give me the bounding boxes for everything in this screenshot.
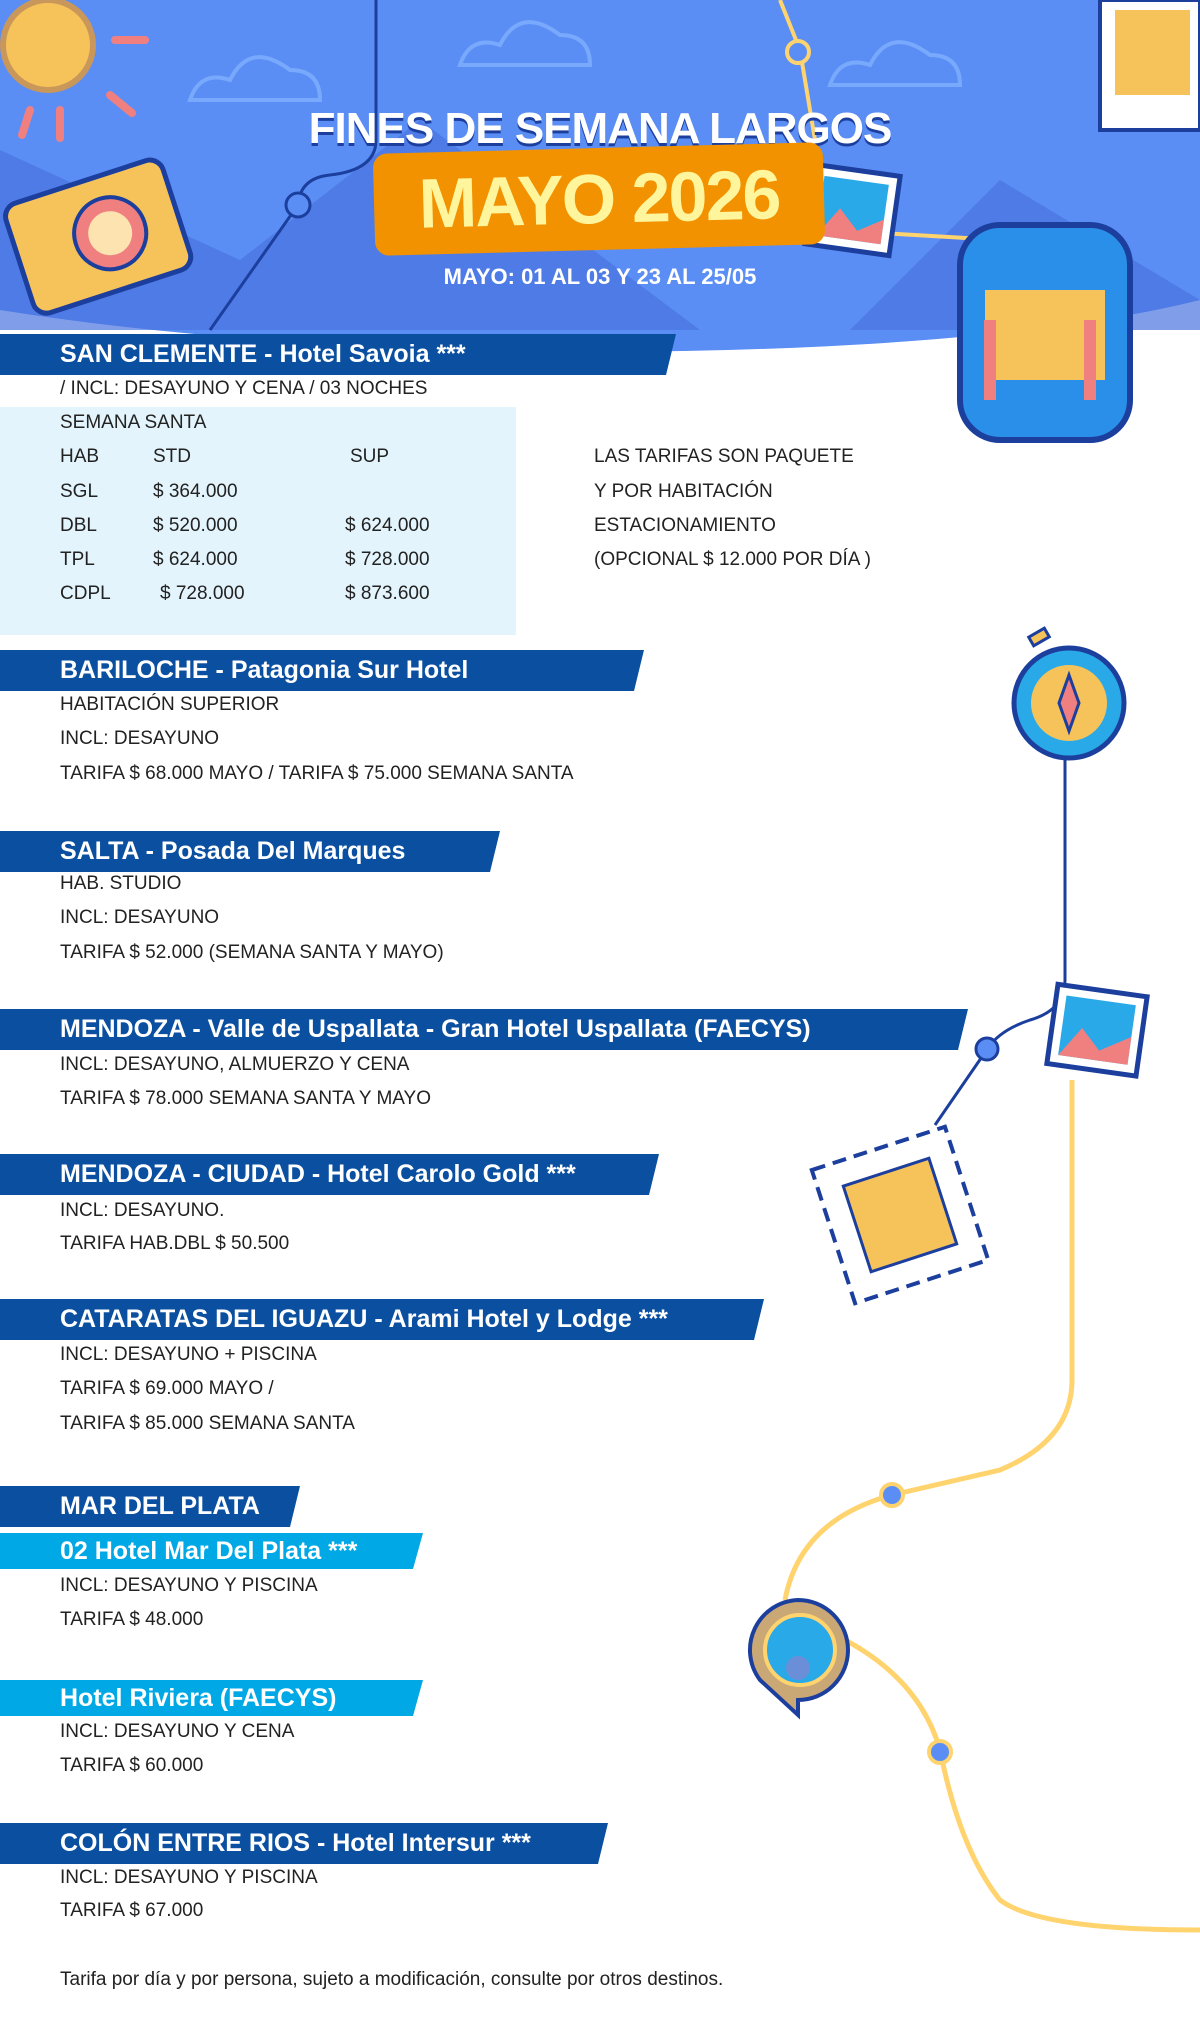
detail-line: INCL: DESAYUNO Y PISCINA [60, 1867, 318, 1888]
detail-line: TARIFA HAB.DBL $ 50.500 [60, 1233, 290, 1254]
detail-line: INCL: DESAYUNO, ALMUERZO Y CENA [60, 1054, 410, 1075]
incl-text: / INCL: DESAYUNO Y CENA / 03 NOCHES [60, 378, 428, 399]
section-heading-colon: COLÓN ENTRE RIOS - Hotel Intersur *** [0, 1823, 608, 1864]
backpack-icon [957, 222, 1133, 443]
camera-icon [3, 157, 194, 316]
section-heading-mar-del-plata: MAR DEL PLATA [0, 1486, 300, 1527]
dates-subtitle: MAYO: 01 AL 03 Y 23 AL 25/05 [443, 264, 757, 289]
note-line: LAS TARIFAS SON PAQUETE [594, 446, 854, 467]
detail-line: TARIFA $ 60.000 [60, 1755, 204, 1776]
route-dot [284, 191, 312, 219]
col-header: HAB [60, 446, 100, 467]
stamp-icon [809, 1124, 991, 1306]
detail-line: TARIFA $ 52.000 (SEMANA SANTA Y MAYO) [60, 942, 444, 963]
detail-line: TARIFA $ 48.000 [60, 1609, 204, 1630]
compass-icon [1011, 626, 1127, 761]
detail-line: TARIFA $ 85.000 SEMANA SANTA [60, 1413, 355, 1434]
table-cell: SGL [60, 481, 99, 502]
cloud-icon [187, 55, 323, 102]
table-cell: $ 520.000 [153, 515, 238, 536]
photo-icon [802, 161, 903, 259]
detail-line: INCL: DESAYUNO [60, 728, 220, 749]
route-dot [974, 1036, 1000, 1062]
month-badge: MAYO 2026 [372, 142, 826, 256]
detail-line: INCL: DESAYUNO + PISCINA [60, 1344, 317, 1365]
photo-icon [1044, 981, 1150, 1079]
cloud-icon [457, 20, 593, 67]
note-line: (OPCIONAL $ 12.000 POR DÍA ) [594, 549, 872, 570]
section-heading-iguazu: CATARATAS DEL IGUAZU - Arami Hotel y Lod… [0, 1299, 764, 1340]
section-heading-salta: SALTA - Posada Del Marques [0, 831, 500, 872]
hotel-heading: Hotel Riviera (FAECYS) [0, 1680, 423, 1716]
page-title: FINES DE SEMANA LARGOS [308, 104, 893, 153]
mountain [0, 120, 700, 330]
table-cell: $ 624.000 [345, 515, 430, 536]
section-heading-san-clemente: SAN CLEMENTE - Hotel Savoia *** [0, 334, 676, 375]
detail-line: TARIFA $ 69.000 MAYO / [60, 1378, 274, 1399]
table-cell: $ 728.000 [345, 549, 430, 570]
detail-line: HABITACIÓN SUPERIOR [60, 694, 280, 715]
detail-line: INCL: DESAYUNO [60, 907, 220, 928]
sun-icon [0, 0, 149, 142]
table-cell: TPL [60, 549, 95, 570]
table-cell: CDPL [60, 583, 111, 604]
route-dot [927, 1739, 953, 1765]
route-dot [879, 1482, 905, 1508]
detail-line: TARIFA $ 78.000 SEMANA SANTA Y MAYO [60, 1088, 432, 1109]
detail-line: TARIFA $ 68.000 MAYO / TARIFA $ 75.000 S… [60, 763, 574, 784]
hotel-heading: 02 Hotel Mar Del Plata *** [0, 1533, 423, 1569]
table-cell: $ 624.000 [153, 549, 238, 570]
cloud-icon [827, 40, 963, 87]
section-heading-bariloche: BARILOCHE - Patagonia Sur Hotel [0, 650, 644, 691]
note-line: Y POR HABITACIÓN [594, 481, 773, 502]
section-heading-mendoza-uspallata: MENDOZA - Valle de Uspallata - Gran Hote… [0, 1009, 968, 1050]
table-cell: DBL [60, 515, 97, 536]
detail-line: INCL: DESAYUNO Y CENA [60, 1721, 295, 1742]
detail-line: HAB. STUDIO [60, 873, 182, 894]
season-label: SEMANA SANTA [60, 412, 207, 433]
table-cell: $ 364.000 [153, 481, 238, 502]
col-header: SUP [350, 446, 390, 467]
detail-line: INCL: DESAYUNO Y PISCINA [60, 1575, 318, 1596]
detail-line: TARIFA $ 67.000 [60, 1900, 204, 1921]
table-cell: $ 728.000 [160, 583, 245, 604]
route-line [782, 1080, 1200, 1933]
table-cell: $ 873.600 [345, 583, 430, 604]
stamp-icon [1098, 0, 1200, 132]
footer-note: Tarifa por día y por persona, sujeto a m… [60, 1969, 724, 1990]
map-pin-icon [748, 1597, 850, 1720]
detail-line: INCL: DESAYUNO. [60, 1200, 225, 1221]
note-line: ESTACIONAMIENTO [594, 515, 776, 536]
route-line [778, 0, 1001, 242]
section-heading-mendoza-ciudad: MENDOZA - CIUDAD - Hotel Carolo Gold *** [0, 1154, 659, 1195]
col-header: STD [153, 446, 191, 467]
rates-table [0, 407, 516, 635]
